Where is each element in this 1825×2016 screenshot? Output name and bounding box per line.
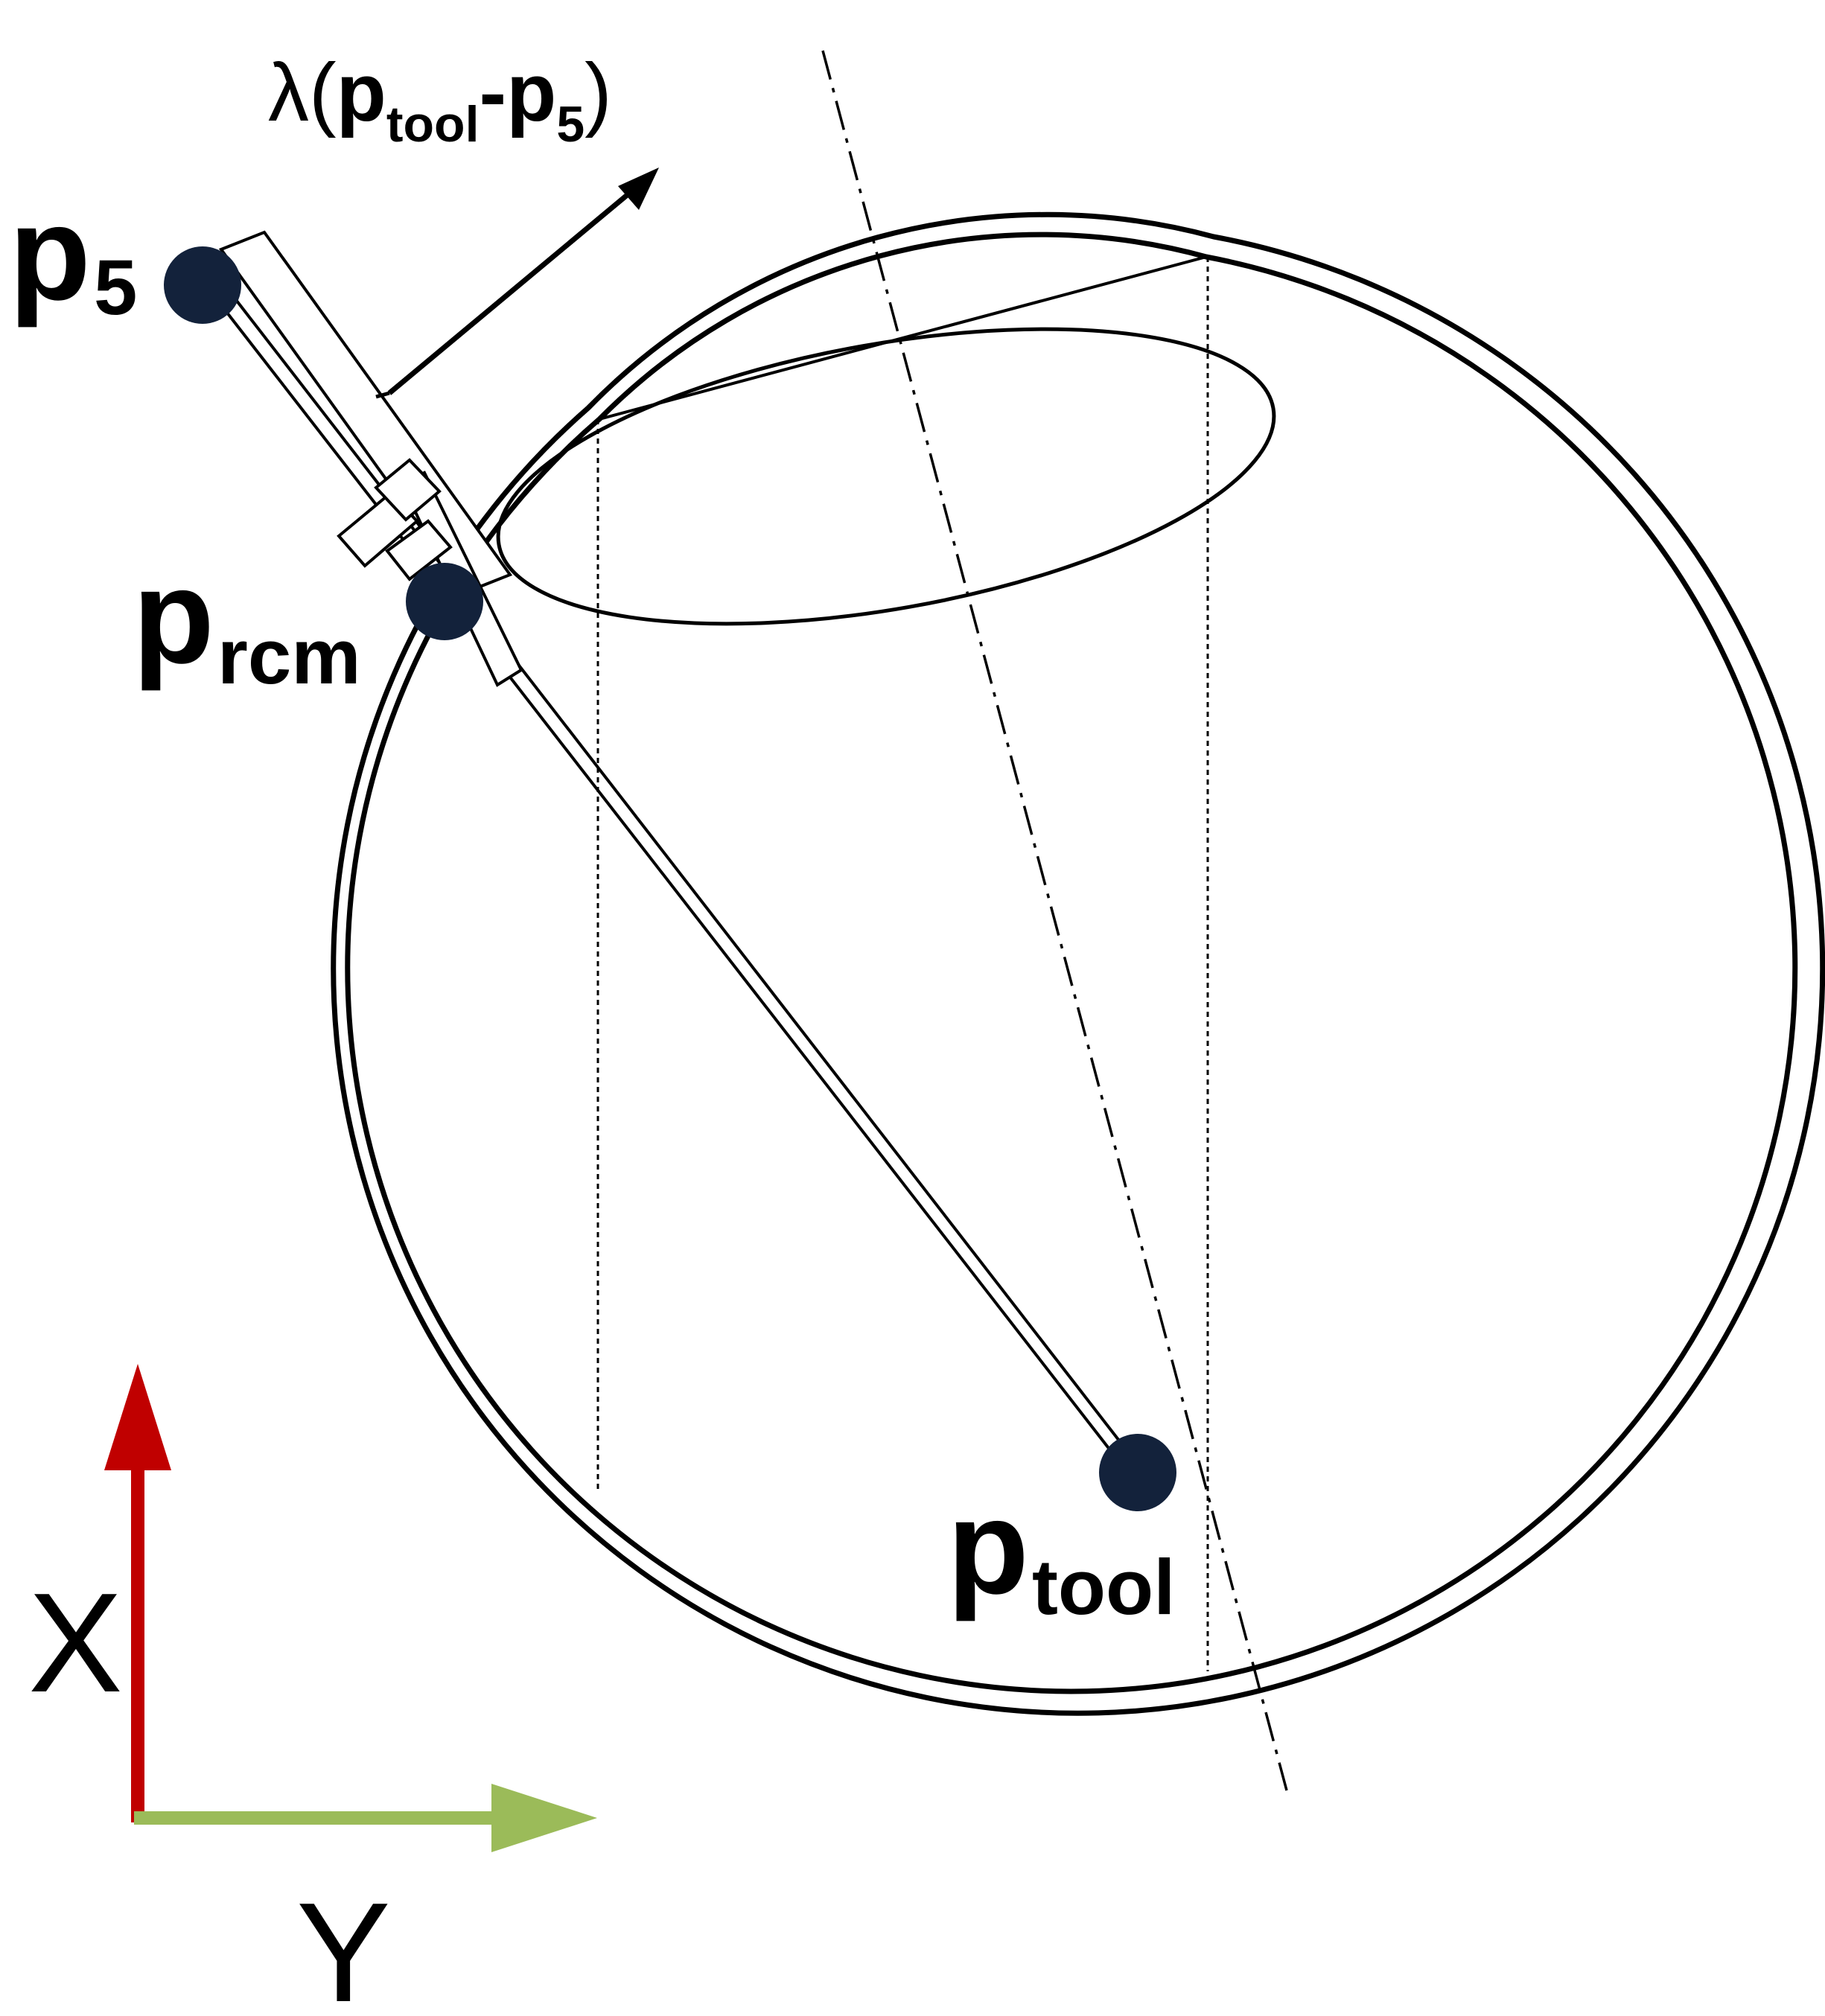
optical-axis [821, 50, 1288, 1791]
y-axis-arrow-head [491, 1784, 597, 1852]
label-direction-vector: λ(ptool-p5) [268, 47, 612, 153]
direction-arrow-connector [375, 391, 390, 399]
point-ptool [1099, 1434, 1176, 1511]
label-prcm: prcm [133, 542, 361, 701]
label-ptool: ptool [947, 1473, 1175, 1631]
point-p5 [164, 246, 241, 324]
x-axis-arrow-head [104, 1364, 171, 1470]
lens-ellipse [496, 327, 1276, 626]
label-x-axis: X [28, 1564, 123, 1722]
point-prcm [406, 563, 483, 640]
eye-outer-contour [331, 211, 1825, 1716]
direction-arrow-head [618, 168, 659, 210]
tool-shaft [200, 272, 1141, 1472]
eye-inner-contour [345, 232, 1798, 1694]
direction-arrow-line [387, 186, 637, 395]
eye-outline [331, 211, 1825, 1716]
label-y-axis: Y [296, 1874, 391, 2016]
label-p5: p5 [9, 179, 137, 331]
coordinate-frame: X Y [28, 1364, 597, 2016]
